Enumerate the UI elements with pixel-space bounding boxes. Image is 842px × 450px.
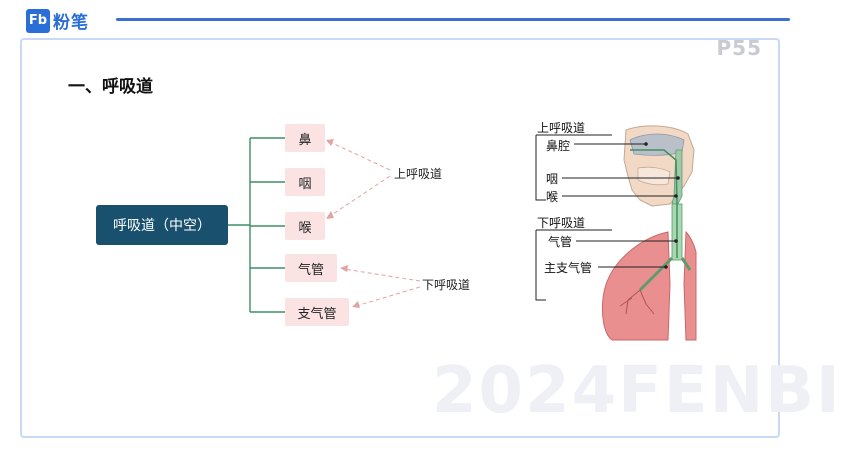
- left-lung-shape: [601, 231, 671, 341]
- header-rule: [116, 18, 790, 21]
- label-main-bronchus: 主支气管: [544, 261, 593, 275]
- arrowhead-bronchus: [352, 301, 360, 308]
- leaf-nose: 鼻: [285, 124, 325, 152]
- respiratory-anatomy-illustration: [535, 125, 697, 341]
- page-number: P55: [716, 36, 762, 60]
- brand-logo: Fb 粉笔: [26, 8, 89, 33]
- lower-airway-label: 下呼吸道: [422, 278, 471, 292]
- right-lung-shape: [683, 230, 697, 341]
- upper-bracket: [535, 134, 612, 201]
- dot-larynx: [674, 194, 678, 198]
- dot-nasal: [644, 142, 648, 146]
- oral-cavity-shape: [637, 166, 671, 186]
- tree-root: 呼吸道（中空）: [96, 205, 228, 245]
- bronchiole-tree: [619, 289, 655, 315]
- label-nasal-cavity: 鼻腔: [546, 139, 571, 153]
- dot-pharynx: [676, 176, 680, 180]
- slide-title: 一、呼吸道: [68, 77, 153, 97]
- leaf-bronchus: 支气管: [285, 298, 349, 326]
- brand-name: 粉笔: [53, 13, 89, 33]
- label-trachea: 气管: [548, 235, 573, 249]
- brand-mark-icon: Fb: [26, 8, 50, 33]
- tree-connectors: [228, 137, 421, 313]
- label-larynx: 喉: [546, 190, 559, 204]
- upper-airway-label: 上呼吸道: [394, 167, 443, 181]
- lower-bracket: [535, 229, 612, 301]
- dot-trachea: [674, 239, 678, 243]
- leaf-trachea: 气管: [285, 254, 337, 282]
- dot-bronchus: [664, 265, 668, 269]
- arrowhead-nose: [326, 139, 334, 146]
- anatomy-upper-heading: 上呼吸道: [537, 121, 586, 135]
- leaf-larynx: 喉: [285, 212, 325, 240]
- arrowhead-larynx: [326, 211, 334, 219]
- lower-arrow-trachea: [343, 268, 421, 282]
- label-pharynx: 咽: [546, 172, 559, 186]
- leaf-pharynx: 咽: [285, 168, 325, 196]
- arrowhead-trachea: [340, 265, 348, 272]
- upper-arrow-larynx: [329, 175, 391, 217]
- airway-path: [630, 149, 678, 258]
- main-bronchus-shape: [638, 256, 692, 292]
- anatomy-lower-heading: 下呼吸道: [537, 216, 586, 230]
- watermark: 2024FENBI: [432, 354, 842, 428]
